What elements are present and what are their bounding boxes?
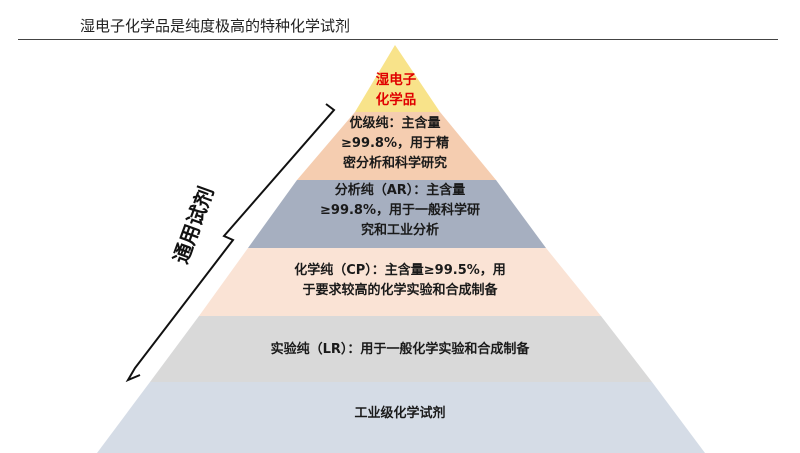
level-1-label: 湿电子 化学品 xyxy=(360,70,432,110)
level-2-line-1: 优级纯：主含量 xyxy=(349,116,441,131)
bracket xyxy=(125,103,336,383)
pyramid-level-2 xyxy=(297,112,496,180)
level-2-label: 优级纯：主含量 ≥99.8%，用于精 密分析和科学研究 xyxy=(320,114,470,174)
level-3-label: 分析纯（AR）：主含量 ≥99.8%，用于一般科学研 究和工业分析 xyxy=(295,181,505,241)
page-title: 湿电子化学品是纯度极高的特种化学试剂 xyxy=(80,17,351,35)
level-3-line-2: ≥99.8%，用于一般科学研 xyxy=(320,203,480,218)
level-6-line-1: 工业级化学试剂 xyxy=(354,406,446,421)
level-4-label: 化学纯（CP）：主含量≥99.5%，用 于要求较高的化学实验和合成制备 xyxy=(260,261,540,301)
title-divider xyxy=(18,39,778,40)
level-1-line-2: 化学品 xyxy=(375,92,417,108)
pyramid-level-1 xyxy=(355,45,440,112)
level-3-line-3: 究和工业分析 xyxy=(360,223,439,238)
pyramid-level-4 xyxy=(199,248,601,316)
level-4-line-2: 于要求较高的化学实验和合成制备 xyxy=(302,283,498,298)
level-5-line-1: 实验纯（LR）：用于一般化学实验和合成制备 xyxy=(270,342,530,357)
level-4-line-1: 化学纯（CP）：主含量≥99.5%，用 xyxy=(294,263,506,278)
pyramid-level-5 xyxy=(150,316,652,382)
level-2-line-3: 密分析和科学研究 xyxy=(342,156,447,171)
level-5-label: 实验纯（LR）：用于一般化学实验和合成制备 xyxy=(220,340,580,360)
level-1-line-1: 湿电子 xyxy=(375,72,417,88)
pyramid-level-3 xyxy=(248,180,546,248)
level-2-line-2: ≥99.8%，用于精 xyxy=(341,136,449,151)
level-6-label: 工业级化学试剂 xyxy=(300,404,500,424)
level-3-line-1: 分析纯（AR）：主含量 xyxy=(334,183,466,198)
pyramid-level-6 xyxy=(97,382,705,453)
